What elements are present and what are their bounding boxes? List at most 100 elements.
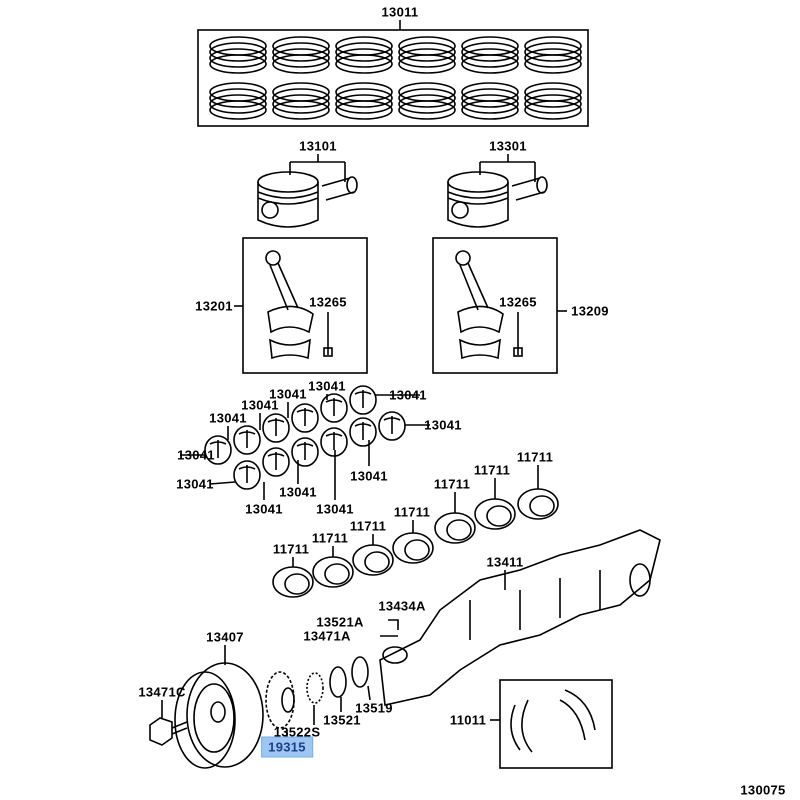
piston-ring	[209, 94, 267, 114]
rod-bearing-shell	[320, 393, 348, 423]
label-crankshaft[interactable]: 13411	[486, 554, 524, 570]
rod-bearing-detail	[238, 430, 256, 448]
label-piston-b[interactable]: 13301	[489, 138, 527, 154]
main-bearing-bore	[364, 551, 390, 573]
label-rod-bearing[interactable]: 13041	[176, 476, 214, 492]
label-pulley-bolt[interactable]: 13471C	[138, 684, 186, 700]
piston-ring	[461, 54, 519, 74]
piston-ring	[272, 42, 330, 62]
piston-ring	[524, 42, 582, 62]
connecting-rod-a	[234, 237, 368, 374]
rod-bearing-detail	[267, 452, 285, 470]
label-main-bearing[interactable]: 11711	[272, 541, 310, 557]
timing-sprocket	[265, 671, 295, 738]
label-main-bearing[interactable]: 11711	[473, 462, 511, 478]
rod-bearing-shell	[233, 460, 261, 490]
label-sprocket-highlighted[interactable]: 19315	[261, 736, 313, 758]
rod-bearing-shell	[233, 425, 261, 455]
rod-bearing-detail	[267, 418, 285, 436]
crank-pulley	[174, 645, 264, 769]
label-key-c[interactable]: 13471A	[303, 628, 351, 644]
rod-bearing-detail	[354, 390, 372, 408]
label-rod-bearing[interactable]: 13041	[209, 410, 247, 426]
thrust-washer-box	[490, 679, 613, 769]
label-washer[interactable]: 13519	[355, 700, 393, 716]
label-rod-bearing[interactable]: 13041	[279, 484, 317, 500]
main-bearing-bore	[404, 539, 430, 561]
label-key-a[interactable]: 13434A	[378, 598, 426, 614]
piston-ring	[461, 42, 519, 62]
main-bearing-shell	[352, 544, 394, 576]
label-rod-bearing[interactable]: 13041	[424, 417, 462, 433]
label-piston-a[interactable]: 13101	[299, 138, 337, 154]
label-rod-bolt-a[interactable]: 13265	[309, 294, 347, 310]
label-thrust-washer[interactable]: 11011	[449, 712, 487, 728]
label-rod-bearing[interactable]: 13041	[245, 501, 283, 517]
main-bearing-bore	[324, 563, 350, 585]
rod-bearing-shell	[291, 437, 319, 467]
piston-ring	[398, 100, 456, 120]
piston-ring	[272, 54, 330, 74]
piston-ring	[524, 94, 582, 114]
front-washers	[306, 656, 371, 725]
rod-bearing-shell	[262, 447, 290, 477]
label-plate[interactable]: 13522S	[273, 724, 321, 740]
label-piston-rings[interactable]: 13011	[381, 4, 419, 20]
main-bearing-bore	[529, 495, 555, 517]
label-rod-a[interactable]: 13201	[195, 298, 233, 314]
piston-ring	[461, 100, 519, 120]
piston-ring	[272, 48, 330, 68]
label-rod-bearing[interactable]: 13041	[308, 378, 346, 394]
piston-ring	[335, 48, 393, 68]
piston-ring	[335, 42, 393, 62]
rod-bearing-shell	[204, 435, 232, 465]
piston-ring	[209, 48, 267, 68]
pulley-bolt	[149, 700, 188, 746]
piston-ring	[524, 88, 582, 108]
main-bearing-shell	[392, 532, 434, 564]
main-bearing-bore	[446, 519, 472, 541]
rod-bearings	[180, 385, 430, 500]
main-bearing-bore	[284, 573, 310, 595]
crankshaft-drawing	[379, 529, 661, 706]
piston-ring	[209, 42, 267, 62]
piston-ring	[335, 54, 393, 74]
piston-ring	[335, 100, 393, 120]
main-bearings	[272, 465, 559, 598]
label-main-bearing[interactable]: 11711	[311, 530, 349, 546]
rod-bearing-detail	[325, 398, 343, 416]
piston-ring	[272, 88, 330, 108]
label-rod-bearing[interactable]: 13041	[316, 501, 354, 517]
label-key-b[interactable]: 13521A	[316, 614, 364, 630]
piston-ring	[209, 88, 267, 108]
label-main-bearing[interactable]: 11711	[393, 504, 431, 520]
label-main-bearing[interactable]: 11711	[516, 449, 554, 465]
piston-ring	[335, 88, 393, 108]
piston-a	[257, 154, 358, 228]
piston-ring	[272, 100, 330, 120]
piston-ring	[209, 100, 267, 120]
label-main-bearing[interactable]: 11711	[349, 518, 387, 534]
rod-bearing-detail	[209, 440, 227, 458]
label-rod-bearing[interactable]: 13041	[269, 386, 307, 402]
rod-bearing-shell	[349, 385, 377, 415]
main-bearing-shell	[272, 566, 314, 598]
connecting-rod-b	[432, 237, 567, 374]
piston-ring	[524, 48, 582, 68]
label-gear[interactable]: 13521	[323, 712, 361, 728]
rod-bearing-detail	[238, 465, 256, 483]
rod-bearing-shell	[349, 417, 377, 447]
label-rod-bearing[interactable]: 13041	[241, 397, 279, 413]
label-rod-bearing[interactable]: 13041	[350, 468, 388, 484]
rod-bearing-detail	[383, 416, 401, 434]
main-bearing-shell	[517, 488, 559, 520]
label-rod-bearing[interactable]: 13041	[389, 387, 427, 403]
label-pulley[interactable]: 13407	[206, 629, 244, 645]
label-rod-bearing[interactable]: 13041	[177, 447, 215, 463]
piston-ring	[209, 54, 267, 74]
label-rod-b[interactable]: 13209	[571, 303, 609, 319]
label-main-bearing[interactable]: 11711	[433, 476, 471, 492]
label-rod-bolt-b[interactable]: 13265	[499, 294, 537, 310]
